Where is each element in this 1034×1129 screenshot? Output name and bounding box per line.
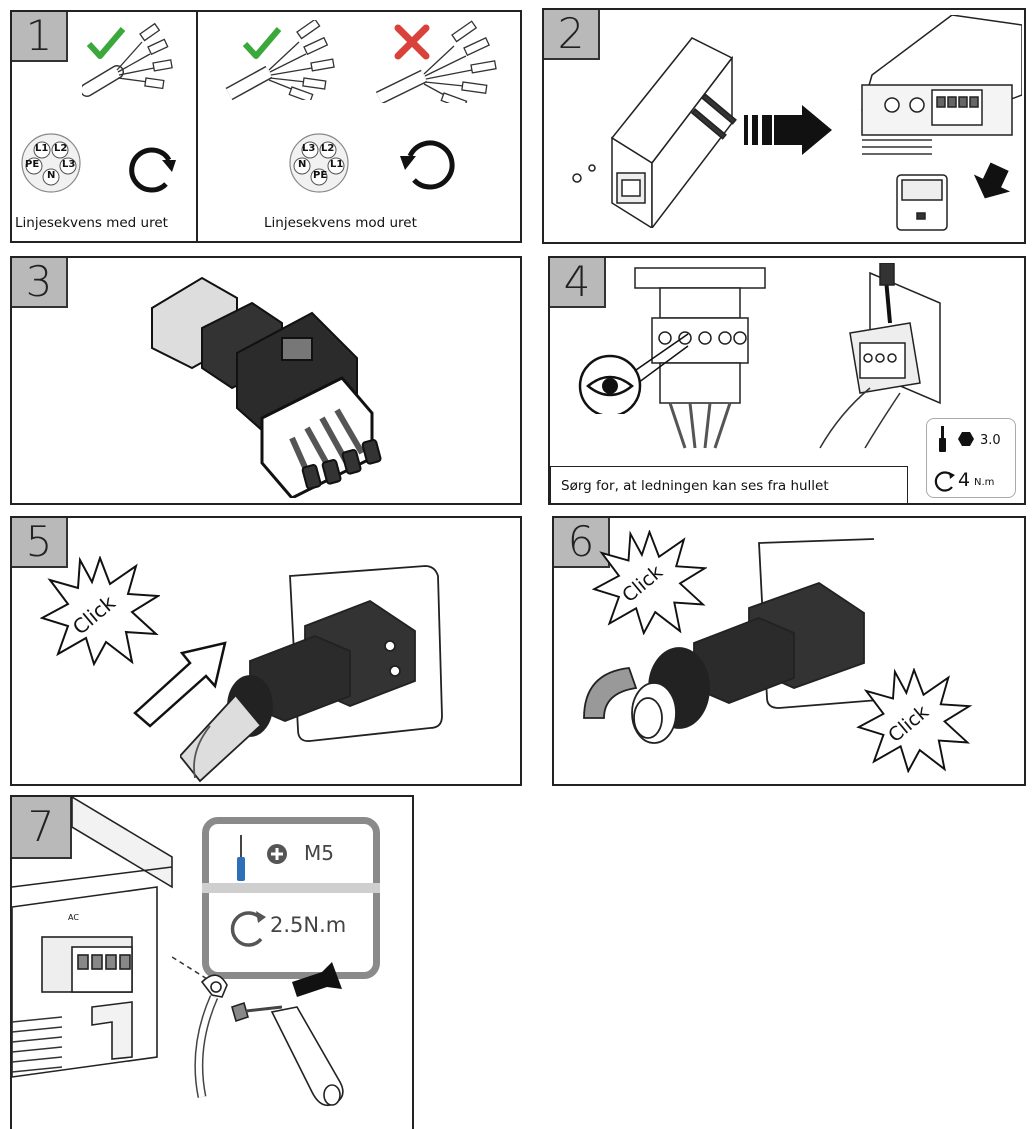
step-1-panel: 1 L1 L2 PE L3 N Linjesekvens med uret bbox=[10, 10, 522, 243]
ac-connector-assembly-illustration bbox=[142, 268, 402, 498]
screw-size-value: M5 bbox=[304, 841, 334, 865]
check-mark-icon bbox=[242, 26, 282, 60]
pin-label: L1 bbox=[35, 143, 48, 154]
panel-divider bbox=[196, 12, 198, 243]
caption-counterclockwise: Linjesekvens mod uret bbox=[264, 215, 417, 231]
pin-label: PE bbox=[313, 170, 327, 181]
screwdriver-icon bbox=[234, 835, 248, 881]
pin-label: L3 bbox=[62, 159, 75, 170]
ac-port-label: AC bbox=[68, 913, 79, 922]
tool-size-value: 3.0 bbox=[980, 433, 1001, 448]
ground-cable-screw-illustration bbox=[172, 937, 412, 1127]
phillips-screw-icon bbox=[266, 843, 288, 865]
spec-card-divider bbox=[202, 883, 380, 893]
torque-unit: N.m bbox=[974, 477, 994, 488]
step-4-caption: Sørg for, at ledningen kan ses fra hulle… bbox=[550, 466, 908, 505]
eye-icon bbox=[578, 324, 708, 414]
arrow-right-icon bbox=[744, 105, 834, 155]
rotate-counterclockwise-icon bbox=[396, 130, 462, 196]
hex-key-icon bbox=[958, 431, 974, 447]
connector-plug-in-illustration bbox=[180, 556, 460, 786]
torque-value: 4 bbox=[958, 469, 970, 491]
check-mark-icon bbox=[86, 26, 126, 60]
pin-label: L2 bbox=[54, 143, 67, 154]
step-2-panel: 2 bbox=[542, 8, 1026, 244]
torque-value: 2.5N.m bbox=[270, 913, 346, 937]
pin-label: L3 bbox=[302, 143, 315, 154]
pin-label: L1 bbox=[330, 159, 343, 170]
step-7-panel: 7 AC M5 2.5N.m bbox=[10, 795, 414, 1129]
torque-rotate-icon bbox=[934, 470, 956, 492]
cross-mark-icon bbox=[394, 24, 430, 60]
connector-port-illustration bbox=[842, 15, 1022, 240]
screwdriver-icon bbox=[936, 426, 950, 452]
caption-clockwise: Linjesekvens med uret bbox=[15, 215, 168, 231]
step-1-number: 1 bbox=[12, 12, 68, 62]
step-3-number: 3 bbox=[12, 258, 68, 308]
step-6-panel: 6 Click Click bbox=[552, 516, 1026, 786]
connector-lock-illustration bbox=[574, 538, 874, 778]
rotate-clockwise-icon bbox=[122, 138, 182, 198]
step-4-panel: 4 3.0 bbox=[548, 256, 1026, 505]
pin-label: N bbox=[298, 159, 306, 170]
step-5-panel: 5 Click bbox=[10, 516, 522, 786]
step-4-number: 4 bbox=[550, 258, 606, 308]
pin-label: N bbox=[47, 170, 55, 181]
step-3-panel: 3 bbox=[10, 256, 522, 505]
pin-label: L2 bbox=[321, 143, 334, 154]
inverter-device-illustration bbox=[552, 28, 752, 228]
pin-label: PE bbox=[25, 159, 39, 170]
